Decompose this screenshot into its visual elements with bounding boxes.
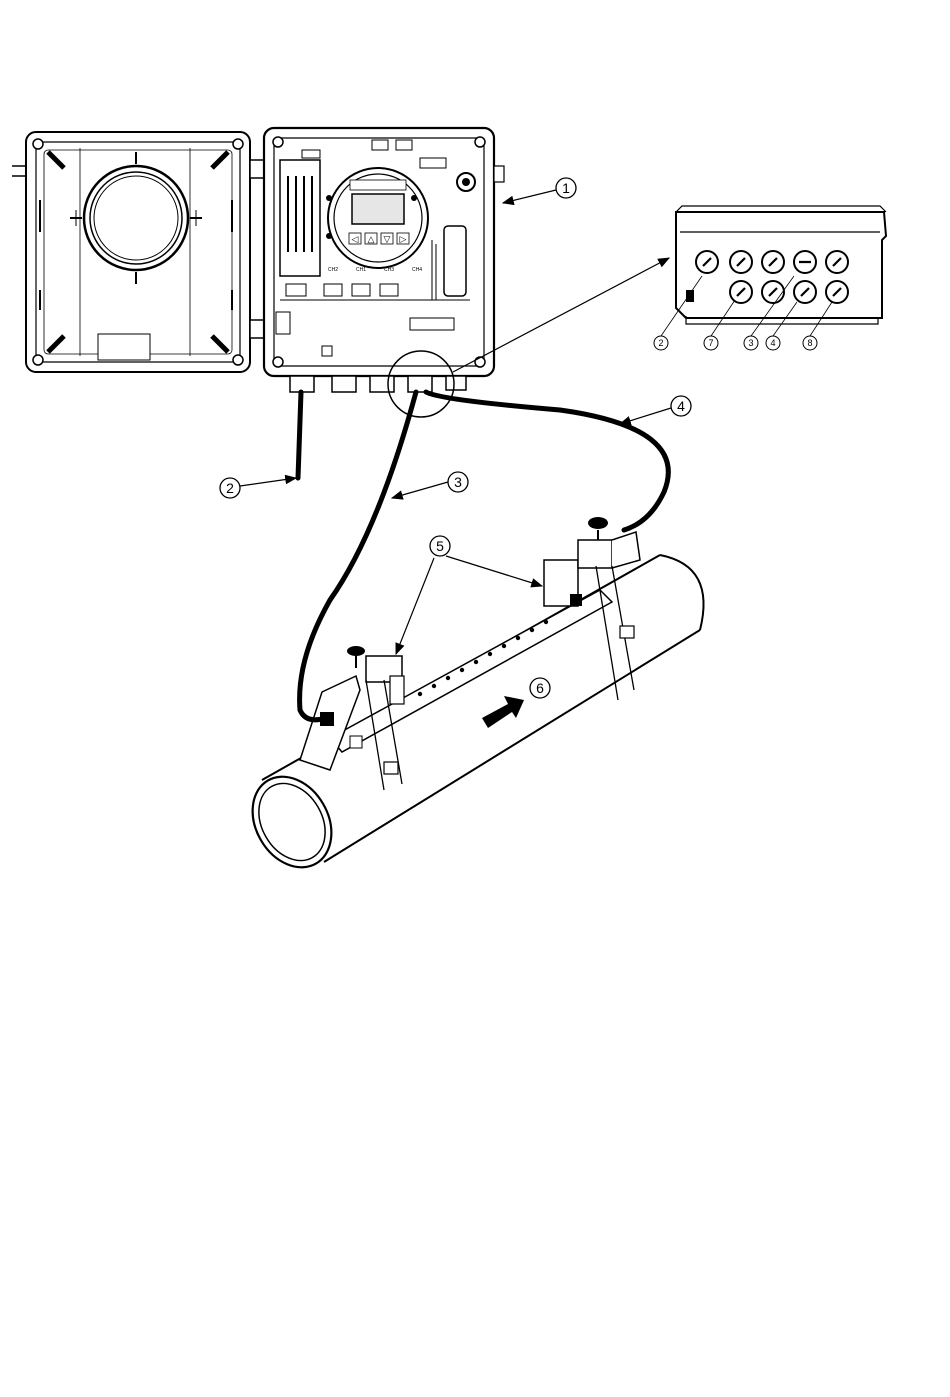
callout-5: 5 — [430, 536, 450, 556]
callout-label: 4 — [677, 398, 685, 414]
key-up-icon: △ — [368, 234, 375, 244]
callout-1: 1 — [556, 178, 576, 198]
callout-label: 5 — [436, 538, 444, 554]
callout-label: 1 — [562, 180, 570, 196]
inset-callout-label: 4 — [770, 338, 775, 348]
callout-label: 2 — [226, 480, 234, 496]
enclosure-lid — [12, 132, 250, 372]
inset-callout-label: 8 — [807, 338, 812, 348]
lcd-screen — [352, 194, 404, 224]
key-right-icon: ▷ — [400, 234, 407, 244]
power-cable — [298, 392, 301, 478]
callout-4: 4 — [671, 396, 691, 416]
transmitter-display: ◁ △ ▽ ▷ — [326, 168, 428, 268]
inset-callout-label: 7 — [708, 338, 713, 348]
callout-3: 3 — [448, 472, 468, 492]
gland-plate-inset: 2 7 3 4 8 — [654, 206, 886, 350]
enclosure-hinges — [250, 160, 264, 338]
power-supply-module — [280, 160, 320, 276]
channel-label: CH3 — [384, 267, 394, 273]
inset-callout-label: 3 — [748, 338, 753, 348]
callout-6: 6 — [530, 678, 550, 698]
callout-2: 2 — [220, 478, 240, 498]
thumb-screw-icon — [347, 646, 365, 656]
callout-label: 6 — [536, 680, 544, 696]
enclosure-body: ◁ △ ▽ ▷ CH2 CH1 CH3 CH4 — [264, 128, 504, 392]
cable-glands — [290, 376, 466, 392]
channel-label: CH4 — [412, 267, 422, 273]
key-down-icon: ▽ — [384, 234, 391, 244]
key-left-icon: ◁ — [352, 234, 359, 244]
callout-label: 3 — [454, 474, 462, 490]
channel-label: CH1 — [356, 267, 366, 273]
transducer-cable-downstream — [426, 392, 668, 530]
thumb-screw-icon — [588, 517, 608, 529]
channel-label: CH2 — [328, 267, 338, 273]
lid-window — [84, 166, 188, 270]
inset-callout-label: 2 — [658, 338, 663, 348]
